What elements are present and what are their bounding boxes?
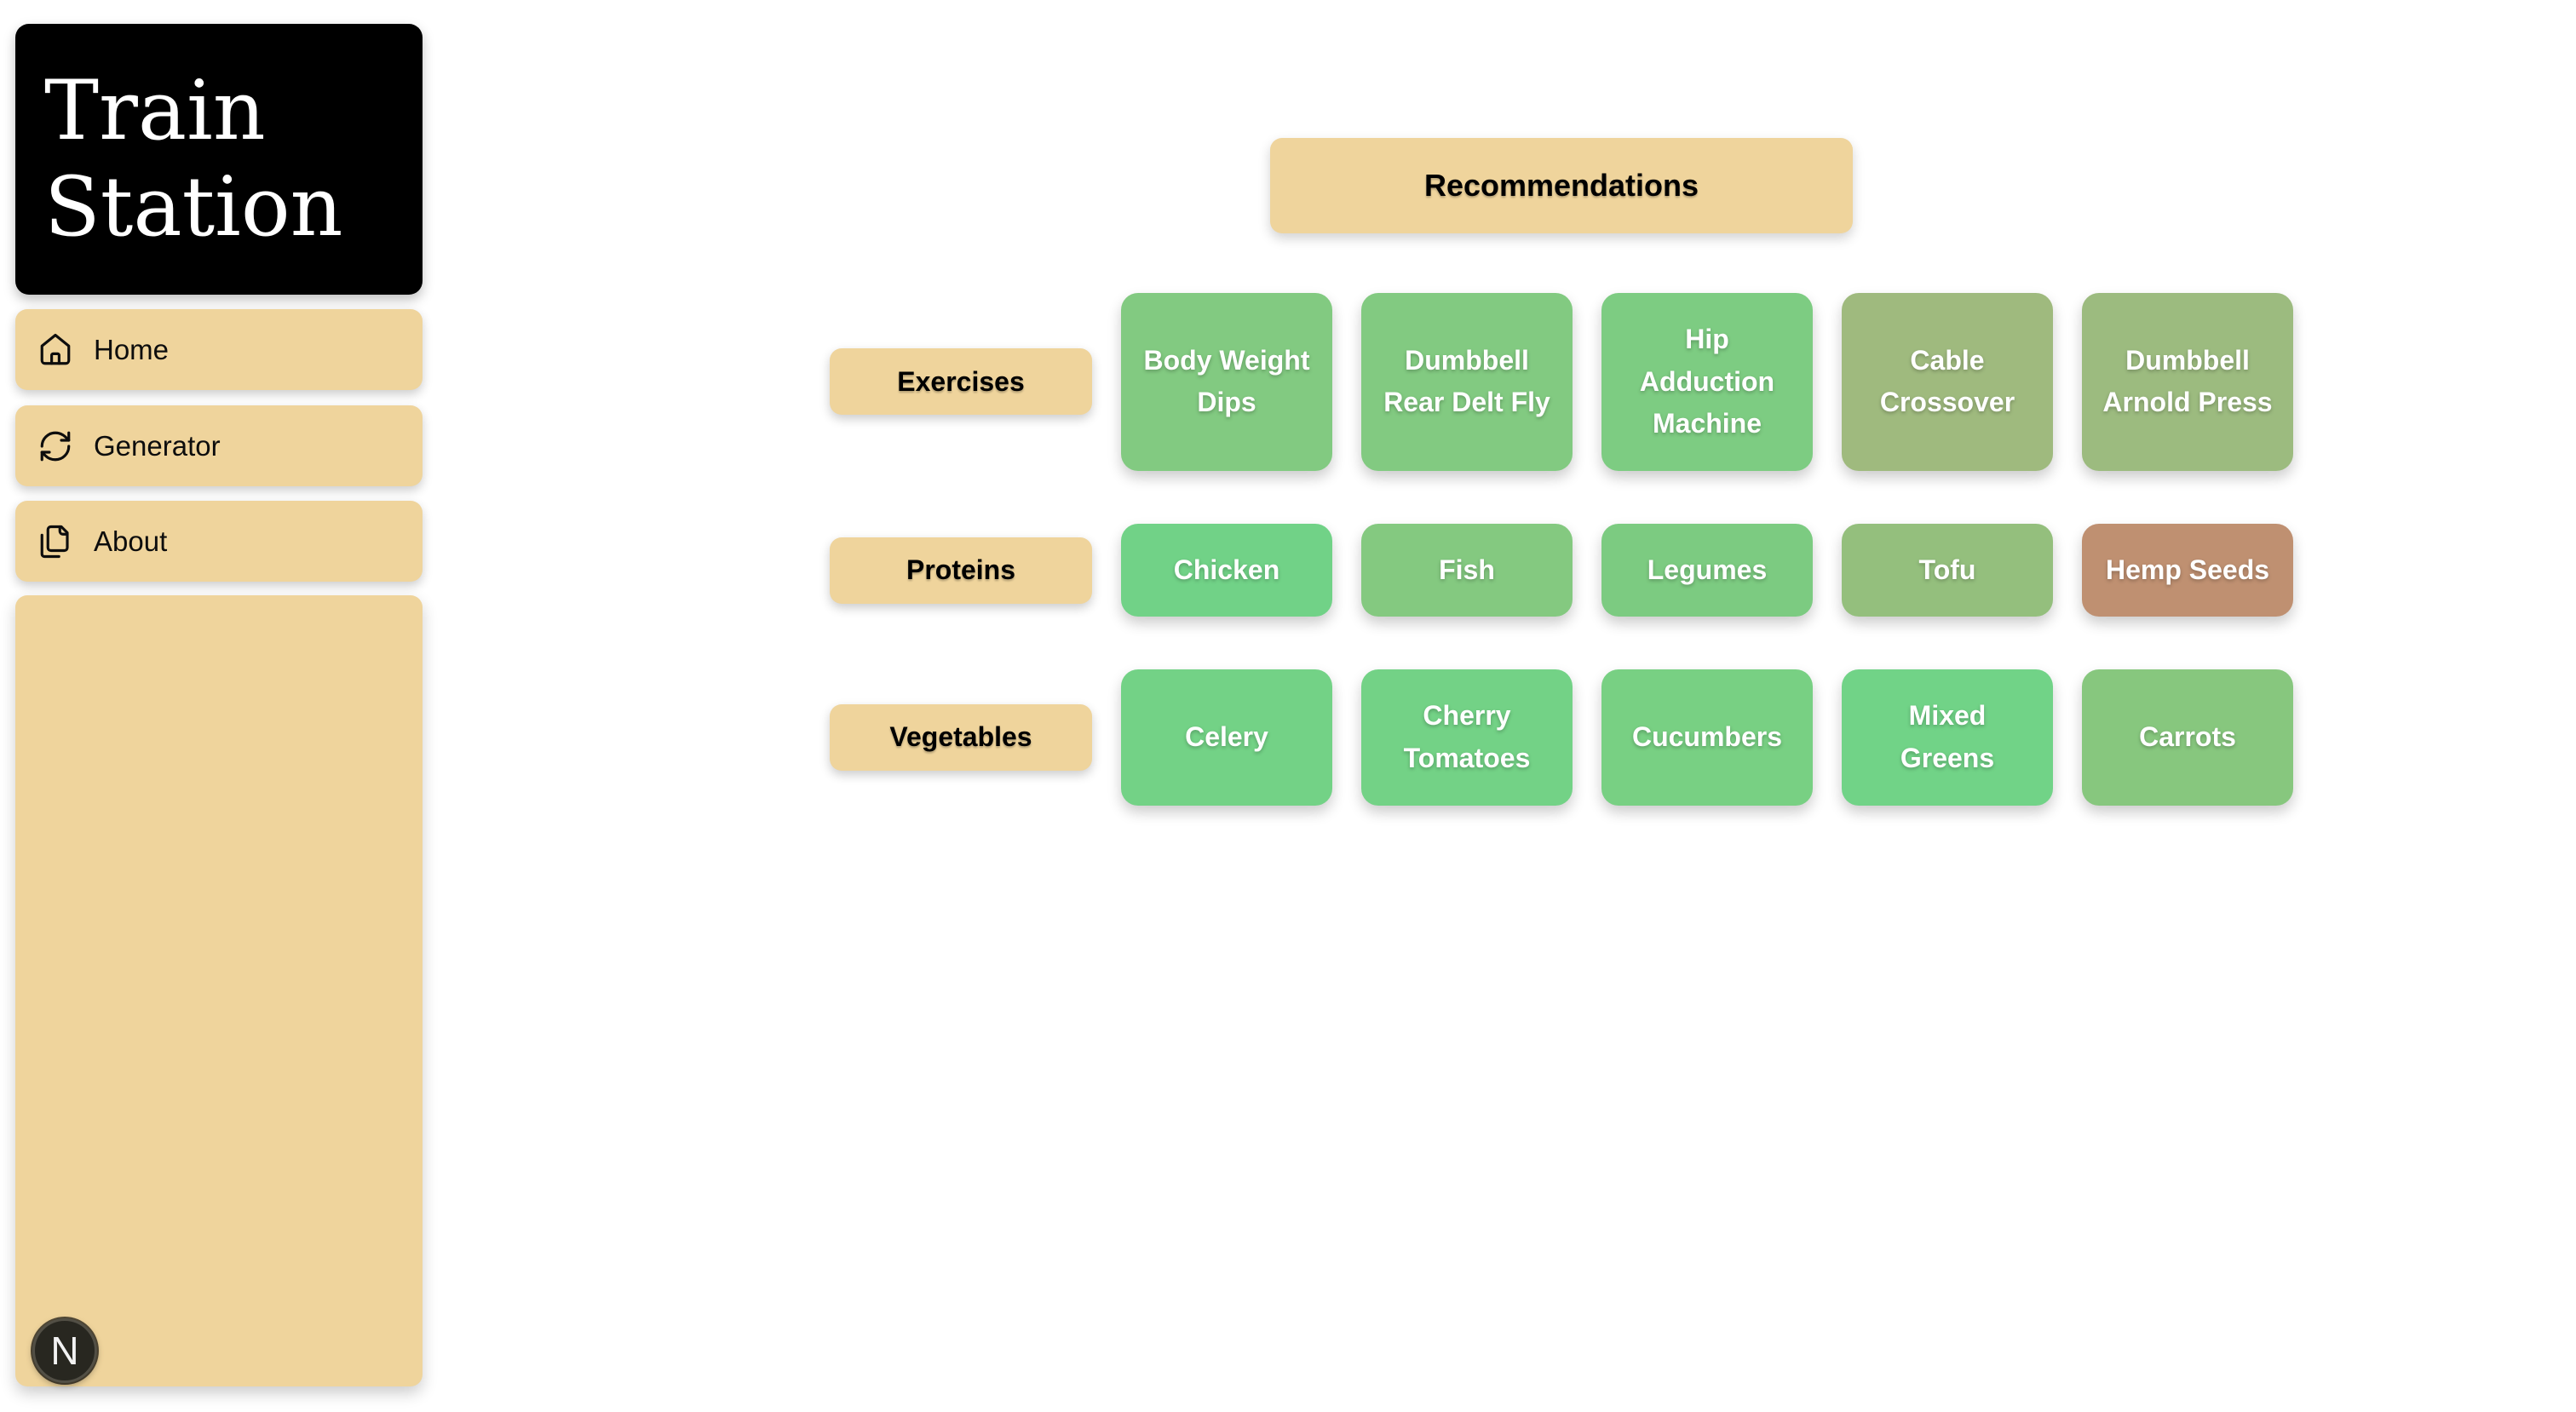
home-icon — [37, 332, 73, 368]
sidebar-panel — [15, 595, 423, 1386]
app-logo[interactable]: Train Station — [15, 24, 423, 295]
recommendation-card-cherry-tomatoes[interactable]: Cherry Tomatoes — [1361, 669, 1573, 806]
recommendation-card-tofu[interactable]: Tofu — [1842, 523, 2053, 617]
recommendation-card-fish[interactable]: Fish — [1361, 523, 1573, 617]
main-content: Recommendations Exercises Body Weight Di… — [830, 138, 2293, 806]
category-label-exercises: Exercises — [830, 348, 1092, 416]
recommendation-card-mixed-greens[interactable]: Mixed Greens — [1842, 669, 2053, 806]
logo-line-2: Station — [44, 159, 343, 255]
category-cards: Celery Cherry Tomatoes Cucumbers Mixed G… — [1121, 669, 2293, 806]
logo-line-1: Train — [44, 62, 266, 158]
category-row: Proteins Chicken Fish Legumes Tofu Hemp … — [830, 523, 2293, 617]
page-title: Recommendations — [1270, 138, 1853, 233]
refresh-icon — [37, 428, 73, 464]
recommendation-card-cable-crossover[interactable]: Cable Crossover — [1842, 293, 2053, 471]
sidebar-item-home[interactable]: Home — [15, 309, 423, 390]
sidebar-item-about[interactable]: About — [15, 501, 423, 582]
recommendation-card-hip-adduction-machine[interactable]: Hip Adduction Machine — [1601, 293, 1813, 471]
avatar[interactable]: N — [32, 1318, 97, 1383]
recommendation-card-dumbbell-rear-delt-fly[interactable]: Dumbbell Rear Delt Fly — [1361, 293, 1573, 471]
recommendation-card-body-weight-dips[interactable]: Body Weight Dips — [1121, 293, 1332, 471]
recommendation-card-chicken[interactable]: Chicken — [1121, 523, 1332, 617]
recommendation-card-hemp-seeds[interactable]: Hemp Seeds — [2082, 523, 2293, 617]
category-label-vegetables: Vegetables — [830, 703, 1092, 771]
category-cards: Chicken Fish Legumes Tofu Hemp Seeds — [1121, 523, 2293, 617]
page-title-text: Recommendations — [1423, 168, 1699, 203]
recommendation-rows: Exercises Body Weight Dips Dumbbell Rear… — [830, 293, 2293, 806]
copy-pages-icon — [37, 524, 73, 560]
sidebar-item-generator[interactable]: Generator — [15, 405, 423, 486]
avatar-letter: N — [50, 1329, 79, 1373]
recommendation-card-carrots[interactable]: Carrots — [2082, 669, 2293, 806]
category-row: Exercises Body Weight Dips Dumbbell Rear… — [830, 293, 2293, 471]
sidebar-item-label: Home — [94, 333, 170, 365]
recommendation-card-cucumbers[interactable]: Cucumbers — [1601, 669, 1813, 806]
sidebar-item-label: About — [94, 525, 168, 557]
recommendation-card-legumes[interactable]: Legumes — [1601, 523, 1813, 617]
category-label-proteins: Proteins — [830, 537, 1092, 604]
recommendation-card-dumbbell-arnold-press[interactable]: Dumbbell Arnold Press — [2082, 293, 2293, 471]
category-row: Vegetables Celery Cherry Tomatoes Cucumb… — [830, 669, 2293, 806]
sidebar-item-label: Generator — [94, 429, 221, 462]
category-cards: Body Weight Dips Dumbbell Rear Delt Fly … — [1121, 293, 2293, 471]
recommendation-card-celery[interactable]: Celery — [1121, 669, 1332, 806]
